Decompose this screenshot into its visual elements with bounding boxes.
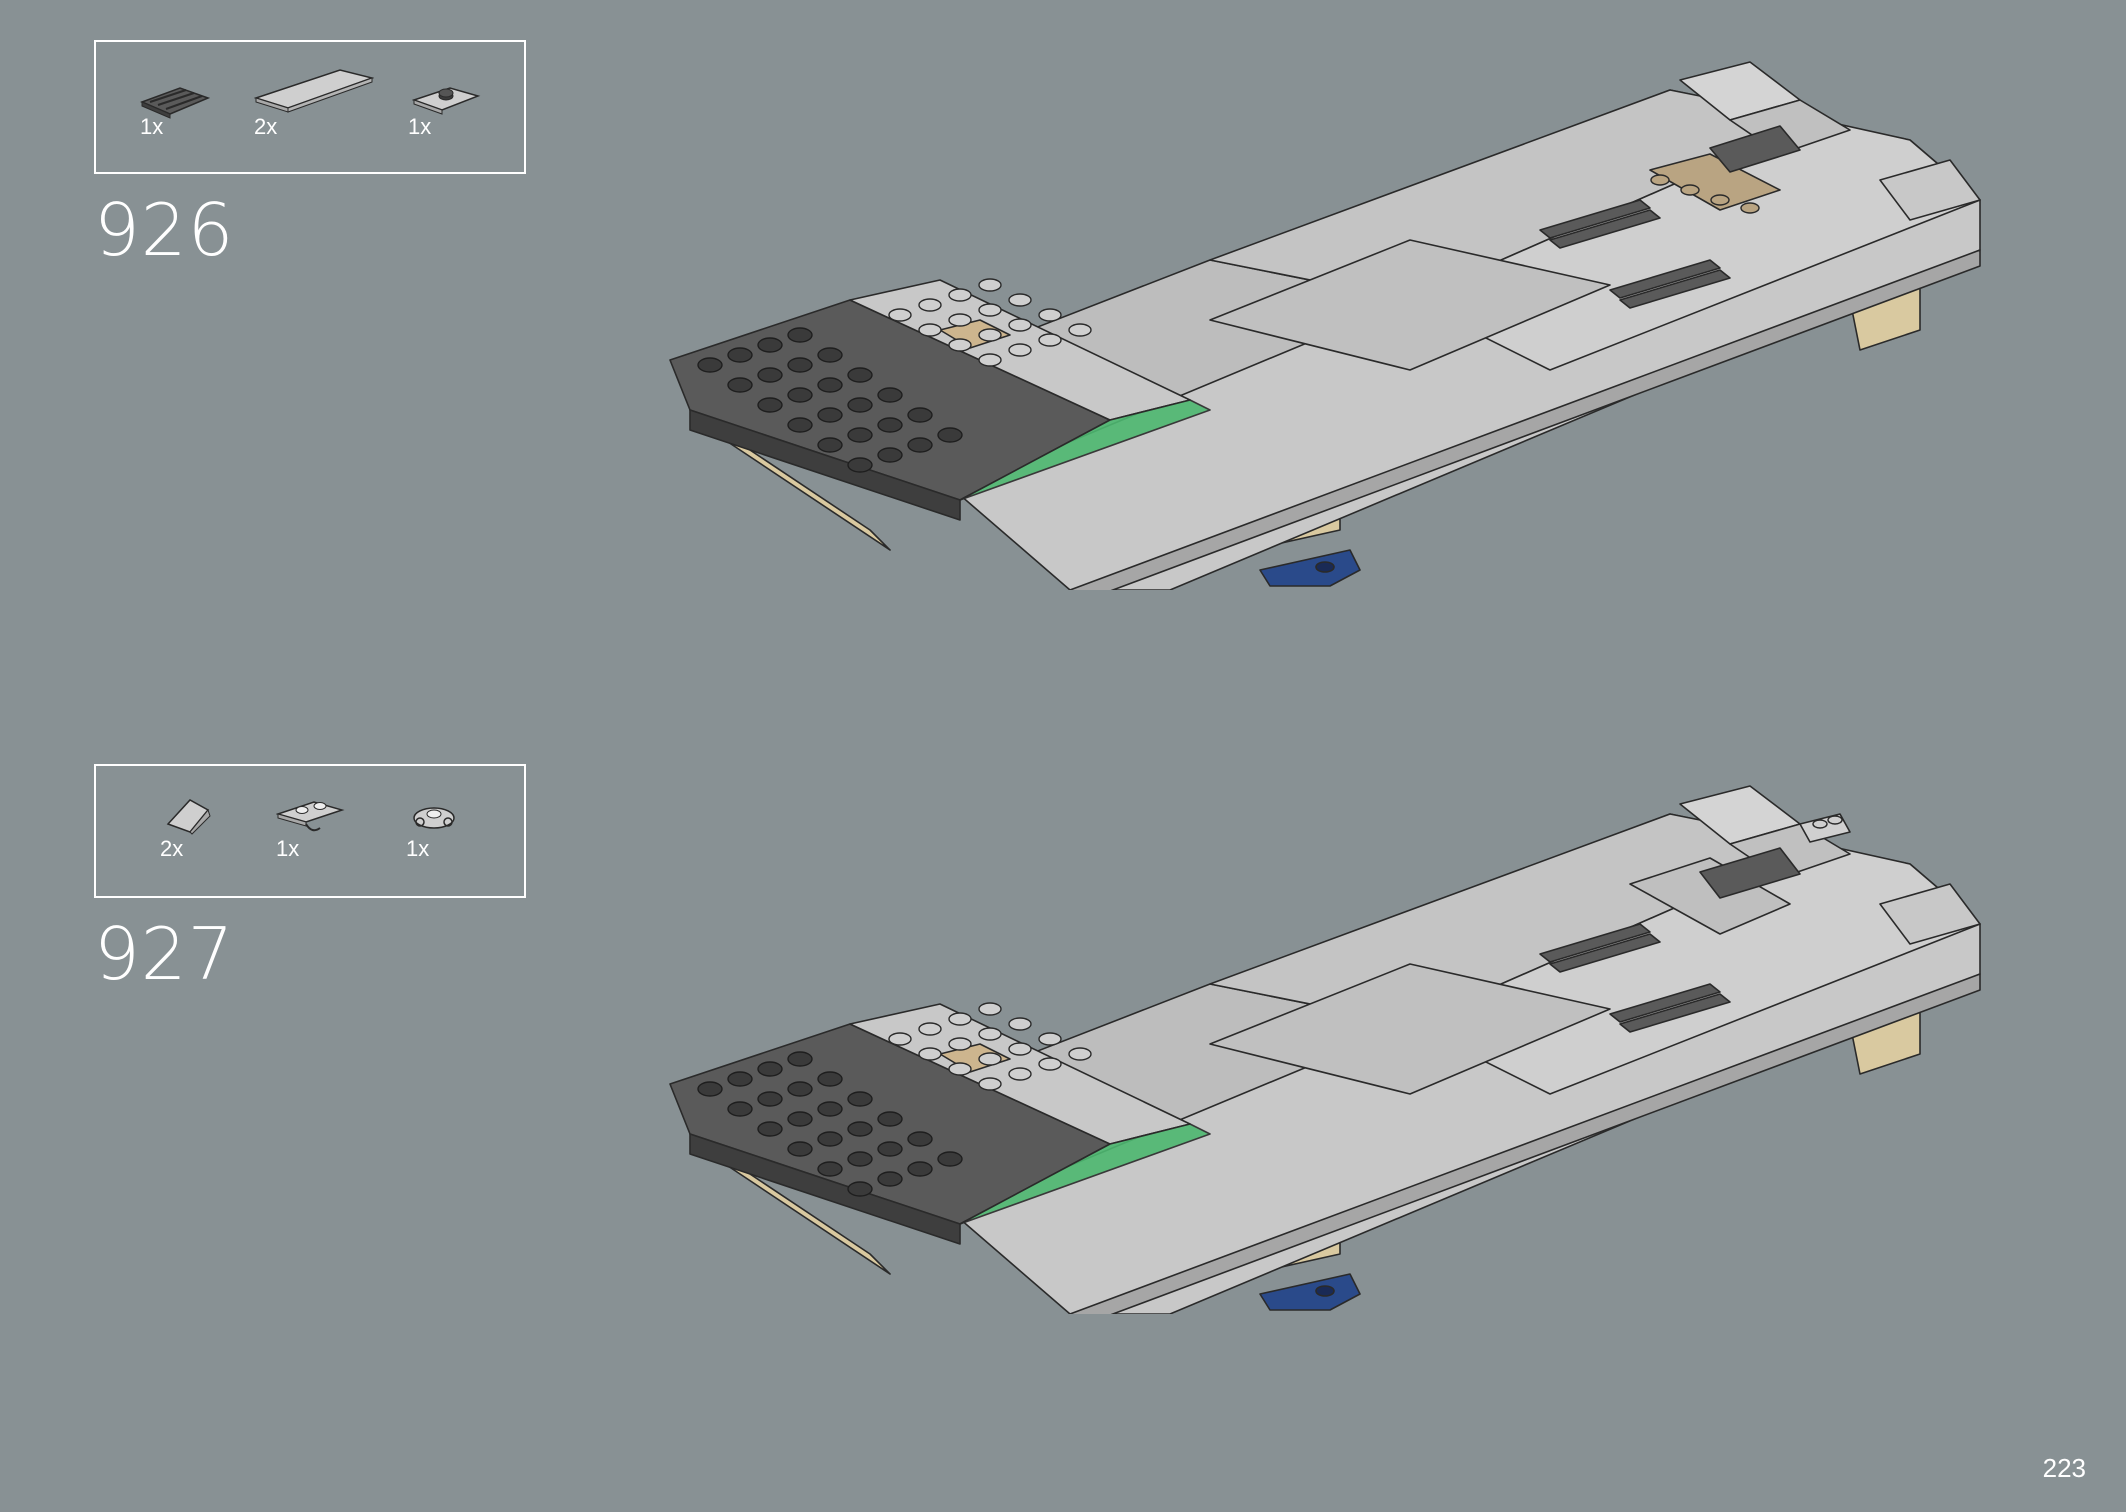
page-number: 223 bbox=[2042, 1453, 2086, 1483]
part-qty: 1x bbox=[140, 114, 164, 139]
part-qty: 1x bbox=[276, 836, 300, 861]
part-qty: 2x bbox=[254, 114, 278, 139]
part-qty: 2x bbox=[160, 836, 184, 861]
part-qty: 1x bbox=[406, 836, 430, 861]
grille-plate-dark-icon bbox=[140, 87, 210, 119]
step-number: 927 bbox=[94, 912, 235, 996]
step-number: 926 bbox=[94, 188, 235, 272]
build-model-step-927 bbox=[669, 785, 1981, 1314]
round-plate-with-clip-icon bbox=[413, 807, 455, 829]
plate-with-clip-icon bbox=[276, 801, 345, 832]
part-qty: 1x bbox=[408, 114, 432, 139]
plate-with-stud-icon bbox=[412, 87, 481, 115]
slope-light-gray-icon bbox=[166, 799, 211, 835]
parts-callout-927: 2x 1x 1x bbox=[94, 764, 526, 898]
build-model-step-926 bbox=[669, 61, 1981, 590]
parts-callout-926: 1x 2x 1x bbox=[94, 40, 526, 174]
tile-long-light-gray-icon bbox=[254, 69, 374, 113]
